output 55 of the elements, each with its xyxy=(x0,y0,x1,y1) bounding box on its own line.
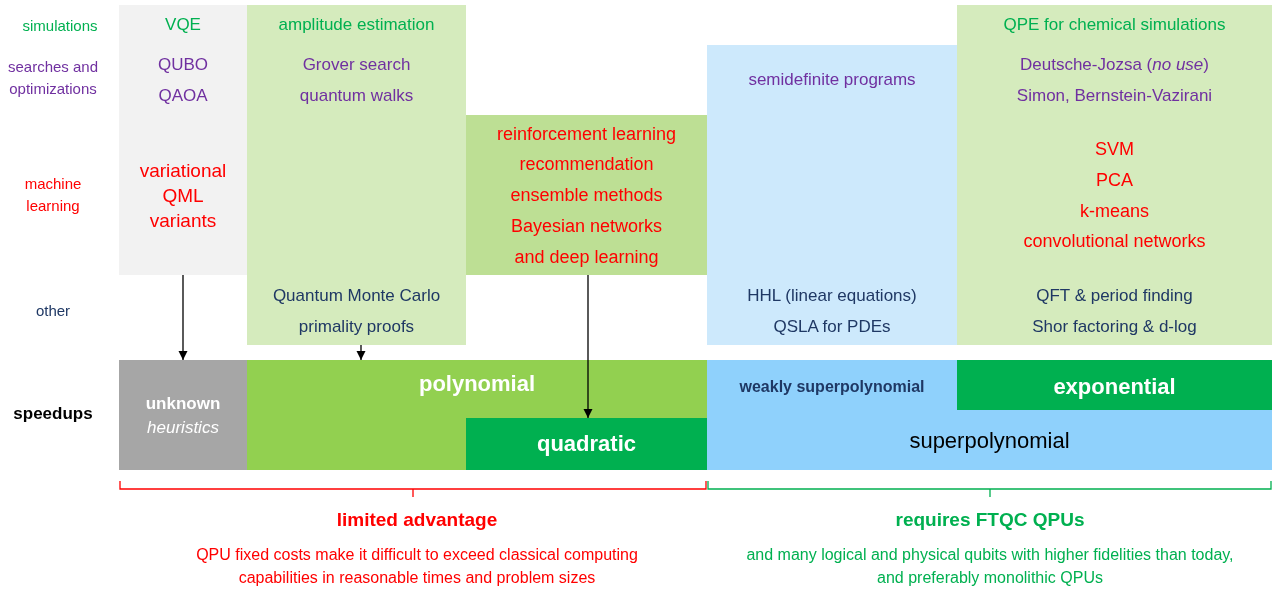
algorithm-name: Shor factoring & d-log xyxy=(1031,316,1198,338)
speedup-block xyxy=(707,360,1272,470)
algorithm-name: semidefinite programs xyxy=(747,69,917,91)
algorithm-name: Bayesian networks xyxy=(509,215,664,238)
method-panel xyxy=(957,5,1272,345)
note: QPU fixed costs make it difficult to exceed classical computing capabilities in reasonable times and problem sizes xyxy=(195,545,639,588)
algorithm-name: QAOA xyxy=(157,85,209,107)
algorithm-name: VQE xyxy=(164,14,202,36)
arrow xyxy=(583,274,593,419)
method-panel xyxy=(707,45,957,345)
algorithm-name: reinforcement learning xyxy=(495,123,678,146)
note: and many logical and physical qubits with higher fidelities than today, and preferably monolithic QPUs xyxy=(745,545,1235,588)
algorithm-name: k-means xyxy=(1079,200,1150,223)
speedup-label: heuristics xyxy=(146,417,220,439)
speedup-label: unknown xyxy=(144,393,222,415)
algorithm-name: ensemble methods xyxy=(509,184,664,207)
algorithm-name: and deep learning xyxy=(513,246,660,269)
speedup-label: exponential xyxy=(1052,375,1177,399)
speedup-block xyxy=(466,418,707,470)
row-label: speedups xyxy=(12,404,94,424)
speedup-block xyxy=(957,360,1272,410)
section-title: limited advantage xyxy=(335,509,499,531)
speedup-block xyxy=(247,360,707,470)
method-panel xyxy=(247,5,466,345)
algorithm-name: QPE for chemical simulations xyxy=(1002,14,1227,36)
algorithm-name: Simon, Bernstein-Vazirani xyxy=(1015,85,1214,107)
algorithm-name: Grover search xyxy=(301,54,412,76)
row-label: searches and optimizations xyxy=(6,57,100,99)
algorithm-name: PCA xyxy=(1095,169,1134,192)
row-label: simulations xyxy=(21,16,99,34)
algorithm-name: Quantum Monte Carlo xyxy=(271,285,442,307)
algorithm-name: SVM xyxy=(1094,138,1135,161)
algorithm-name: QUBO xyxy=(156,54,210,76)
algorithm-name: HHL (linear equations) xyxy=(746,285,918,307)
algorithm-name: QSLA for PDEs xyxy=(772,316,892,338)
speedup-label: quadratic xyxy=(536,432,637,456)
algorithm-name: variational QML variants xyxy=(138,158,228,233)
section-title: requires FTQC QPUs xyxy=(894,509,1086,531)
speedup-label: polynomial xyxy=(417,372,537,396)
algorithm-name: recommendation xyxy=(518,153,655,176)
row-label: other xyxy=(34,301,72,319)
speedup-label: superpolynomial xyxy=(908,429,1071,453)
arrow xyxy=(178,274,188,361)
method-panel xyxy=(119,5,247,275)
speedup-label: weakly superpolynomial xyxy=(738,377,926,397)
row-label: machine learning xyxy=(23,174,83,216)
algorithm-name: Deutsche-Jozsa (no use) xyxy=(1019,54,1210,76)
algorithm-name: amplitude estimation xyxy=(277,14,436,36)
algorithm-name: primality proofs xyxy=(297,316,416,338)
speedup-block xyxy=(119,360,247,470)
algorithm-name: quantum walks xyxy=(298,85,415,107)
algorithm-name: QFT & period finding xyxy=(1035,285,1194,307)
method-panel xyxy=(466,115,707,275)
algorithm-name: convolutional networks xyxy=(1022,230,1207,253)
arrow xyxy=(356,344,366,361)
